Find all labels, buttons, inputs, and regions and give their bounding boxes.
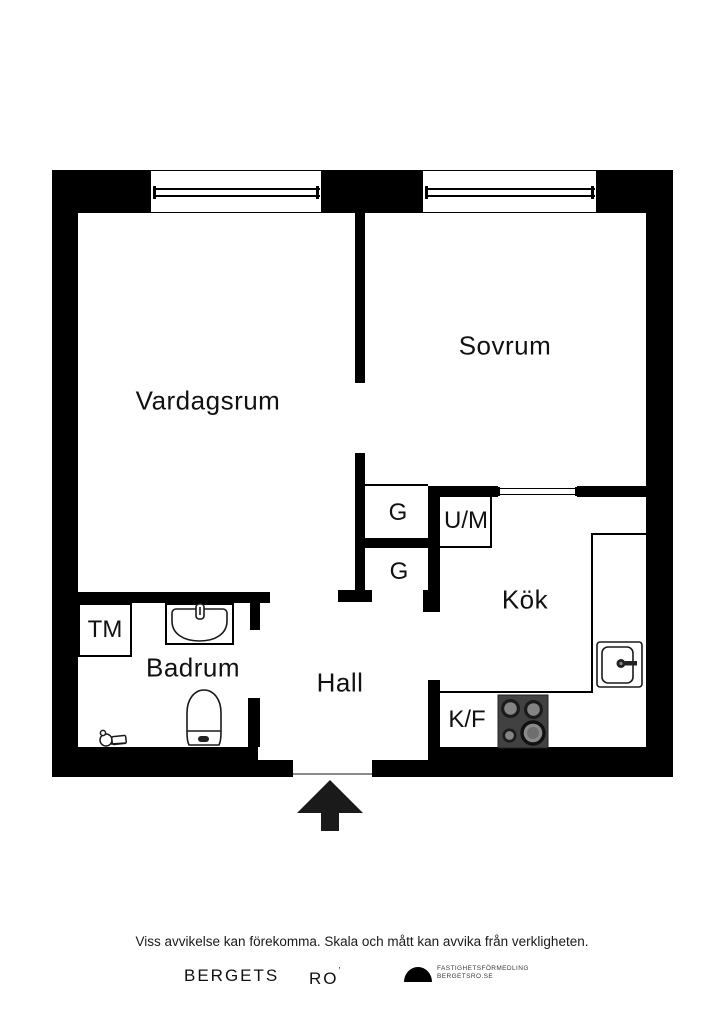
logo-text-line2: BERGETSRO.SE bbox=[437, 973, 494, 980]
window-glass bbox=[154, 188, 320, 197]
wall-top-left-corner bbox=[52, 170, 150, 213]
washbasin-cabinet bbox=[165, 603, 234, 645]
wall-bottom-left bbox=[52, 747, 258, 777]
window-end-cap bbox=[425, 186, 428, 199]
label-um: U/M bbox=[444, 507, 488, 534]
wall-top-right-corner bbox=[597, 170, 673, 213]
wall-badrum-top bbox=[78, 592, 270, 603]
wall-closet-divider bbox=[355, 538, 440, 548]
brand-ro: ROʼ bbox=[309, 966, 341, 989]
room-label-kok: Kök bbox=[501, 584, 549, 615]
wall-divider-upper bbox=[355, 213, 365, 383]
label-tm: TM bbox=[87, 616, 123, 643]
room-label-hall: Hall bbox=[316, 667, 364, 698]
counter-edge-bottom bbox=[440, 691, 593, 693]
counter-edge-right bbox=[591, 533, 593, 693]
brand-bergets: BERGETS bbox=[184, 966, 280, 985]
wall-top-pier bbox=[322, 170, 422, 213]
wall-badrum-jamb-down bbox=[248, 698, 260, 747]
wall-kitchen-lower bbox=[428, 680, 440, 777]
wall-left-exterior bbox=[52, 213, 78, 777]
brand-ro-text: RO bbox=[309, 969, 339, 988]
wall-kitchen-upper bbox=[428, 487, 440, 612]
closet-front-line bbox=[365, 484, 428, 486]
label-g-lower: G bbox=[389, 558, 409, 585]
wall-kitchen-foot bbox=[423, 590, 440, 612]
logo-text: FASTIGHETSFÖRMEDLING BERGETSRO.SE bbox=[437, 965, 529, 981]
stove bbox=[497, 694, 549, 749]
entrance-arrow-icon bbox=[297, 780, 363, 831]
window-end-cap bbox=[498, 487, 500, 496]
window-glass bbox=[499, 488, 576, 495]
toilet bbox=[186, 689, 222, 746]
kitchen-sink bbox=[596, 641, 643, 688]
wall-divider-lower bbox=[355, 453, 365, 592]
window-end-cap bbox=[591, 186, 594, 199]
label-kf: K/F bbox=[448, 706, 486, 733]
room-label-sovrum: Sovrum bbox=[458, 330, 552, 361]
wall-bottom-hall-right bbox=[372, 760, 437, 777]
wall-sovrum-kok-left bbox=[428, 486, 498, 497]
label-g-upper: G bbox=[388, 499, 408, 526]
window-end-cap bbox=[575, 487, 577, 496]
counter-edge-top bbox=[591, 533, 646, 535]
window-end-cap bbox=[316, 186, 319, 199]
wall-bottom-hall-left bbox=[258, 760, 293, 777]
disclaimer-text: Viss avvikelse kan förekomma. Skala och … bbox=[135, 934, 589, 949]
window-vardagsrum bbox=[150, 170, 322, 213]
entrance-threshold bbox=[293, 773, 372, 775]
window-interior-kok bbox=[498, 486, 577, 497]
window-glass bbox=[426, 188, 595, 197]
logo-text-line1: FASTIGHETSFÖRMEDLING bbox=[437, 965, 529, 972]
wall-bottom-right bbox=[437, 747, 673, 777]
wall-divider-foot bbox=[338, 590, 372, 602]
logo-dome-icon bbox=[404, 967, 432, 982]
room-label-vardagsrum: Vardagsrum bbox=[135, 385, 281, 416]
wall-right-exterior bbox=[646, 213, 673, 777]
um-cabinet-right bbox=[490, 497, 492, 548]
window-end-cap bbox=[153, 186, 156, 199]
wall-sovrum-kok-right bbox=[577, 486, 646, 497]
shower-mixer bbox=[99, 729, 127, 747]
wall-badrum-jamb-up bbox=[250, 603, 260, 630]
um-cabinet-bottom bbox=[440, 546, 492, 548]
brand-mark: ʼ bbox=[338, 966, 341, 976]
tm-cabinet bbox=[78, 603, 132, 657]
window-sovrum bbox=[422, 170, 597, 213]
room-label-badrum: Badrum bbox=[145, 652, 241, 683]
